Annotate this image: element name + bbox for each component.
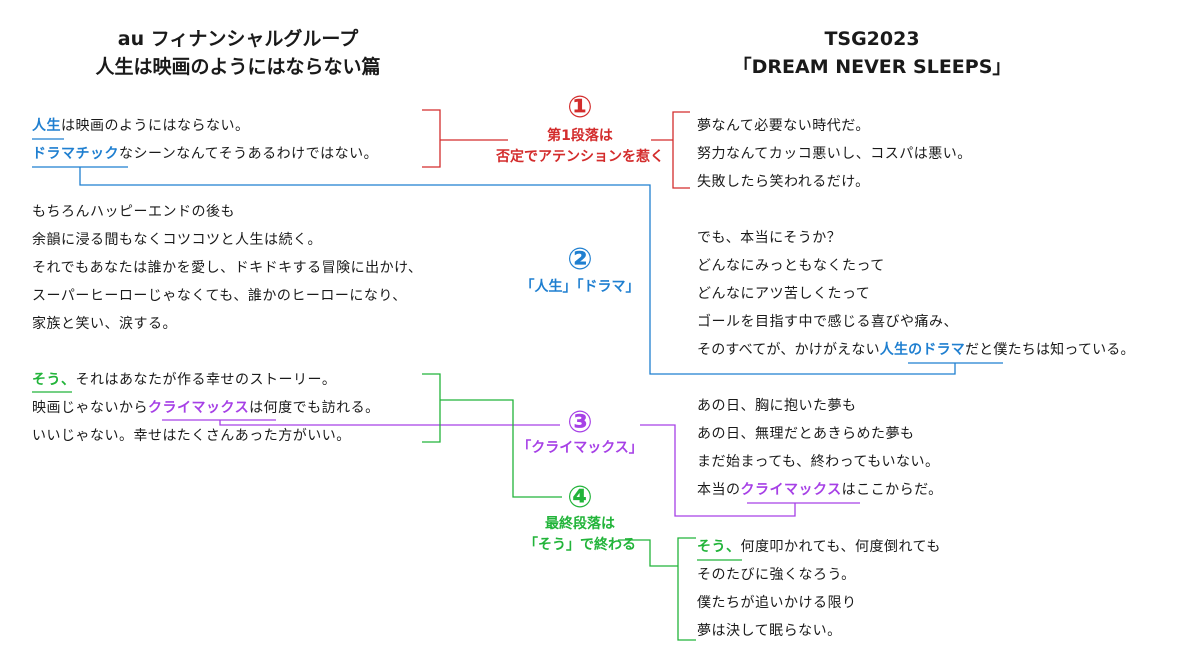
right-p4-line2: そのたびに強くなろう。: [697, 567, 856, 583]
left-p2-line2: 余韻に浸る間もなくコツコツと人生は続く。: [32, 232, 322, 248]
callout-3-text: 「クライマックス」: [470, 438, 690, 459]
connector-blue: [79, 167, 956, 375]
connector-green-left: [422, 373, 441, 443]
right-p3-line4-text: はここからだ。: [841, 482, 943, 498]
right-p2-line1: でも、本当にそうか？: [697, 230, 842, 246]
callout-1-text: 第1段落は 否定でアテンションを惹く: [470, 126, 690, 168]
left-p1-line1-text: は映画のようにはならない。: [61, 118, 250, 134]
right-title-line2: 「DREAM NEVER SLEEPS」: [732, 56, 1012, 78]
right-p4-line4: 夢は決して眠らない。: [697, 623, 842, 639]
connector-green-right: [618, 539, 678, 567]
connector-red-left: [422, 109, 441, 168]
callout-1-number: ①: [567, 90, 593, 125]
left-p3-line2-text: は何度でも訪れる。: [249, 400, 380, 416]
left-p2-line5: 家族と笑い、涙する。: [32, 316, 177, 332]
left-p2-line3: それでもあなたは誰かを愛し、ドキドキする冒険に出かけ、: [32, 260, 423, 276]
connector-green: [440, 399, 562, 498]
callout-3-line1: 「クライマックス」: [517, 440, 643, 456]
callout-2-number: ②: [567, 242, 593, 277]
left-p1-line2-text: なシーンなんてそうあるわけではない。: [119, 146, 379, 162]
left-p1-line2: ドラマチックなシーンなんてそうあるわけではない。: [32, 144, 378, 164]
left-title-line2: 人生は映画のようにはならない篇: [95, 56, 381, 78]
left-p3-line1-text: それはあなたが作る幸せのストーリー。: [75, 372, 337, 388]
right-p4-line3: 僕たちが追いかける限り: [697, 595, 857, 611]
right-p4-line1: そう、何度叩かれても、何度倒れても: [697, 537, 941, 557]
left-title-line1: au フィナンシャルグループ: [117, 28, 359, 50]
right-title-line1: TSG2023: [824, 28, 920, 50]
keyword-jinsei: 人生: [32, 118, 61, 134]
left-p3-line3: いいじゃない。幸せはたくさんあった方がいい。: [32, 428, 351, 444]
left-title: au フィナンシャルグループ 人生は映画のようにはならない篇: [38, 25, 438, 81]
callout-3-number: ③: [567, 405, 593, 440]
callout-2-line1: 「人生」「ドラマ」: [520, 279, 640, 295]
callout-4-line2: 「そう」で終わる: [524, 537, 636, 553]
left-p3-line1: そう、それはあなたが作る幸せのストーリー。: [32, 370, 336, 390]
right-p1-line1: 夢なんて必要ない時代だ。: [697, 118, 870, 134]
callout-4-line1: 最終段落は: [545, 516, 615, 532]
keyword-jinsei-no-drama: 人生のドラマ: [879, 342, 965, 358]
left-p2-line4: スーパーヒーローじゃなくても、誰かのヒーローになり、: [32, 288, 407, 304]
connector-purple-right: [640, 424, 796, 517]
keyword-sou-right: そう、: [697, 539, 741, 555]
right-p2-line3: どんなにアツ苦しくたって: [697, 286, 871, 302]
connector-red-right: [672, 111, 690, 189]
keyword-sou-left: そう、: [32, 372, 76, 388]
keyword-climax-left: クライマックス: [148, 400, 250, 416]
right-p3-line4: 本当のクライマックスはここからだ。: [697, 480, 943, 500]
right-p2-line5: そのすべてが、かけがえない人生のドラマだと僕たちは知っている。: [697, 340, 1135, 360]
right-p1-line2: 努力なんてカッコ悪いし、コスパは悪い。: [697, 146, 972, 162]
right-p3-line2: あの日、無理だとあきらめた夢も: [697, 426, 915, 442]
right-p2-line5-text: だと僕たちは知っている。: [964, 342, 1135, 358]
left-p1-line1: 人生は映画のようにはならない。: [32, 116, 250, 136]
right-p3-line3: まだ始まっても、終わってもいない。: [697, 454, 940, 470]
callout-1-line1: 第1段落は: [547, 128, 613, 144]
connector-green-bracket-right: [677, 537, 696, 641]
left-p2-line1: もちろんハッピーエンドの後も: [32, 204, 235, 220]
right-p4-line1-text: 何度叩かれても、何度倒れても: [740, 539, 941, 555]
right-p2-line2: どんなにみっともなくたって: [697, 258, 885, 274]
callout-4-text: 最終段落は 「そう」で終わる: [470, 514, 690, 556]
right-p2-line5-pre: そのすべてが、かけがえない: [697, 342, 880, 358]
right-p3-line1: あの日、胸に抱いた夢も: [697, 398, 857, 414]
left-p3-line2: 映画じゃないからクライマックスは何度でも訪れる。: [32, 398, 380, 418]
right-p2-line4: ゴールを目指す中で感じる喜びや痛み、: [697, 314, 958, 330]
left-p3-line2-pre: 映画じゃないから: [32, 400, 148, 416]
right-p3-line4-pre: 本当の: [697, 482, 741, 498]
right-title: TSG2023 「DREAM NEVER SLEEPS」: [672, 25, 1072, 81]
keyword-dramatic: ドラマチック: [32, 146, 119, 162]
right-p1-line3: 失敗したら笑われるだけ。: [697, 174, 870, 190]
callout-4-number: ④: [567, 480, 593, 515]
callout-2-text: 「人生」「ドラマ」: [470, 277, 690, 298]
keyword-climax-right: クライマックス: [740, 482, 842, 498]
connector-purple: [219, 420, 560, 426]
callout-1-line2: 否定でアテンションを惹く: [496, 149, 664, 165]
